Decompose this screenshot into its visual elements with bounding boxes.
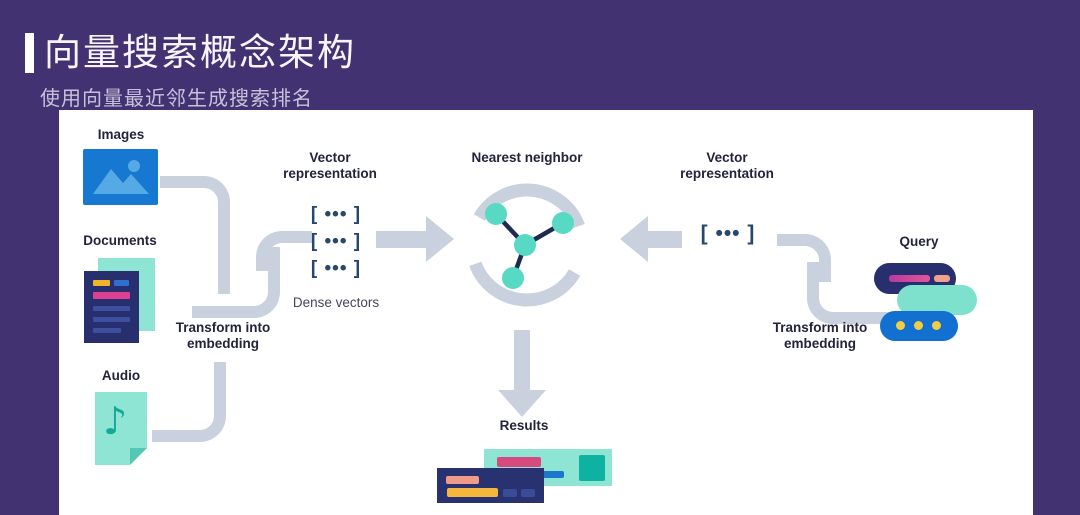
nearest-neighbor-label: Nearest neighbor — [471, 150, 583, 165]
images-label: Images — [97, 127, 145, 142]
query-label: Query — [899, 234, 939, 249]
connector-query-pipe-lower — [807, 262, 889, 324]
arrow-left-shaft — [648, 231, 682, 248]
connector-images-pipe — [160, 176, 230, 294]
image-placeholder-glyph — [93, 160, 149, 194]
title-accent-bar — [25, 33, 34, 73]
arrow-left-icon — [620, 216, 648, 262]
doc-line-3 — [93, 328, 121, 333]
vector-bracket-row: [ ••• ] — [310, 258, 362, 279]
result-card-navy — [437, 468, 544, 503]
arrow-right-icon — [426, 216, 454, 262]
connector-audio-pipe — [152, 362, 226, 442]
query-pill-blue — [880, 311, 958, 341]
doc-line-blue — [114, 280, 129, 286]
image-file-icon — [83, 149, 158, 205]
query-bar-salmon — [934, 275, 950, 282]
result-bar-small — [503, 489, 517, 497]
dense-vectors-label: Dense vectors — [292, 295, 380, 310]
transform-into-embedding-right-label: Transform into embedding — [772, 320, 868, 351]
result-bar-blue — [533, 471, 564, 478]
page-subtitle: 使用向量最近邻生成搜索排名 — [40, 86, 313, 110]
result-bar-salmon — [446, 476, 479, 484]
arrow-down-shaft — [514, 330, 530, 392]
result-bar-yellow — [447, 488, 498, 497]
result-thumbnail-square — [579, 455, 605, 481]
results-label: Results — [499, 418, 549, 433]
doc-line-yellow — [93, 280, 110, 286]
query-pill-mint — [897, 285, 977, 315]
result-bar-small — [521, 489, 535, 497]
result-bar-pink — [497, 457, 541, 467]
query-dot — [914, 321, 923, 330]
dense-vectors-group: [ ••• ] [ ••• ] [ ••• ] — [296, 201, 376, 282]
vector-representation-left-label: Vector representation — [283, 150, 377, 181]
page-title: 向量搜索概念架构 — [44, 31, 356, 74]
transform-into-embedding-left-label: Transform into embedding — [175, 320, 271, 351]
doc-line-magenta — [93, 292, 130, 299]
documents-label: Documents — [83, 233, 157, 248]
document-front-sheet-icon — [84, 271, 139, 343]
query-dot — [932, 321, 941, 330]
arrow-right-shaft — [376, 231, 426, 248]
query-bar-magenta — [889, 275, 930, 282]
nearest-neighbor-graph-icon — [469, 183, 585, 307]
music-note-icon: ♪ — [103, 399, 128, 443]
audio-label: Audio — [101, 368, 141, 383]
query-vector-bracket: [ ••• ] — [700, 222, 756, 245]
vector-representation-right-label: Vector representation — [680, 150, 774, 181]
doc-line-2 — [93, 317, 130, 322]
doc-line-1 — [93, 306, 130, 311]
audio-file-icon: ♪ — [95, 392, 147, 465]
vector-bracket-row: [ ••• ] — [310, 204, 362, 225]
vector-bracket-row: [ ••• ] — [310, 231, 362, 252]
arrow-down-icon — [498, 390, 546, 417]
query-dot — [896, 321, 905, 330]
